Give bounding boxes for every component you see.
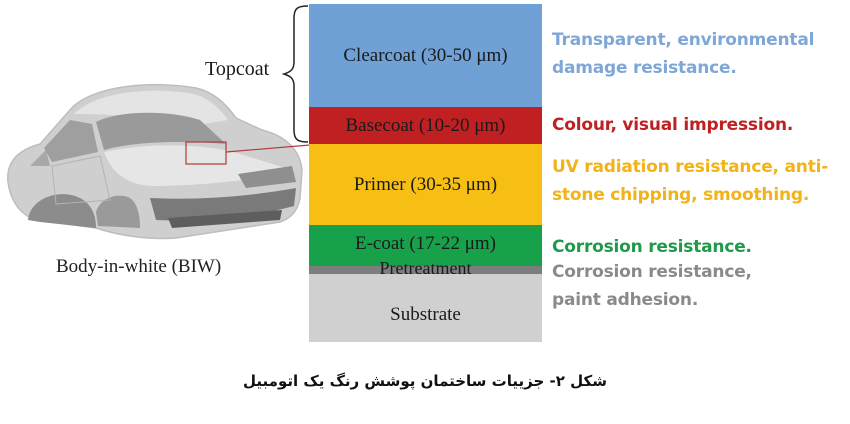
car-body-illustration — [7, 83, 310, 240]
topcoat-brace — [281, 5, 309, 143]
body-in-white-label: Body-in-white (BIW) — [56, 256, 222, 277]
pretreatment-layer — [309, 266, 542, 274]
clearcoat-description: Transparent, environmental damage resist… — [552, 26, 847, 82]
substrate-desc-line: paint adhesion. — [552, 290, 699, 310]
pretreatment-label: Pretreatment — [379, 258, 472, 278]
clearcoat-desc-line: damage resistance. — [552, 58, 737, 78]
topcoat-label: Topcoat — [205, 58, 270, 80]
ecoat-description: Corrosion resistance. — [552, 237, 752, 257]
basecoat-description: Colour, visual impression. — [552, 115, 794, 135]
figure-caption: شکل ۲- جزییات ساختمان پوشش رنگ یک اتومبی… — [243, 372, 607, 390]
primer-layer: Primer (30-35 μm) — [309, 144, 542, 225]
clearcoat-desc-line: Transparent, environmental — [552, 30, 815, 50]
basecoat-layer: Basecoat (10-20 μm) — [309, 107, 542, 144]
primer-desc-line: stone chipping, smoothing. — [552, 185, 810, 205]
substrate-description: Corrosion resistance, paint adhesion. — [552, 258, 847, 314]
primer-description: UV radiation resistance, anti- stone chi… — [552, 153, 847, 209]
substrate-desc-line: Corrosion resistance, — [552, 262, 752, 282]
primer-desc-line: UV radiation resistance, anti- — [552, 157, 829, 177]
paint-layers-figure: Topcoat Body-in-white (BIW) Clearcoat (3… — [7, 4, 847, 342]
ecoat-layer: E-coat (17-22 μm) — [309, 225, 542, 266]
clearcoat-layer: Clearcoat (30-50 μm) — [309, 4, 542, 107]
substrate-layer: Substrate — [309, 274, 542, 342]
